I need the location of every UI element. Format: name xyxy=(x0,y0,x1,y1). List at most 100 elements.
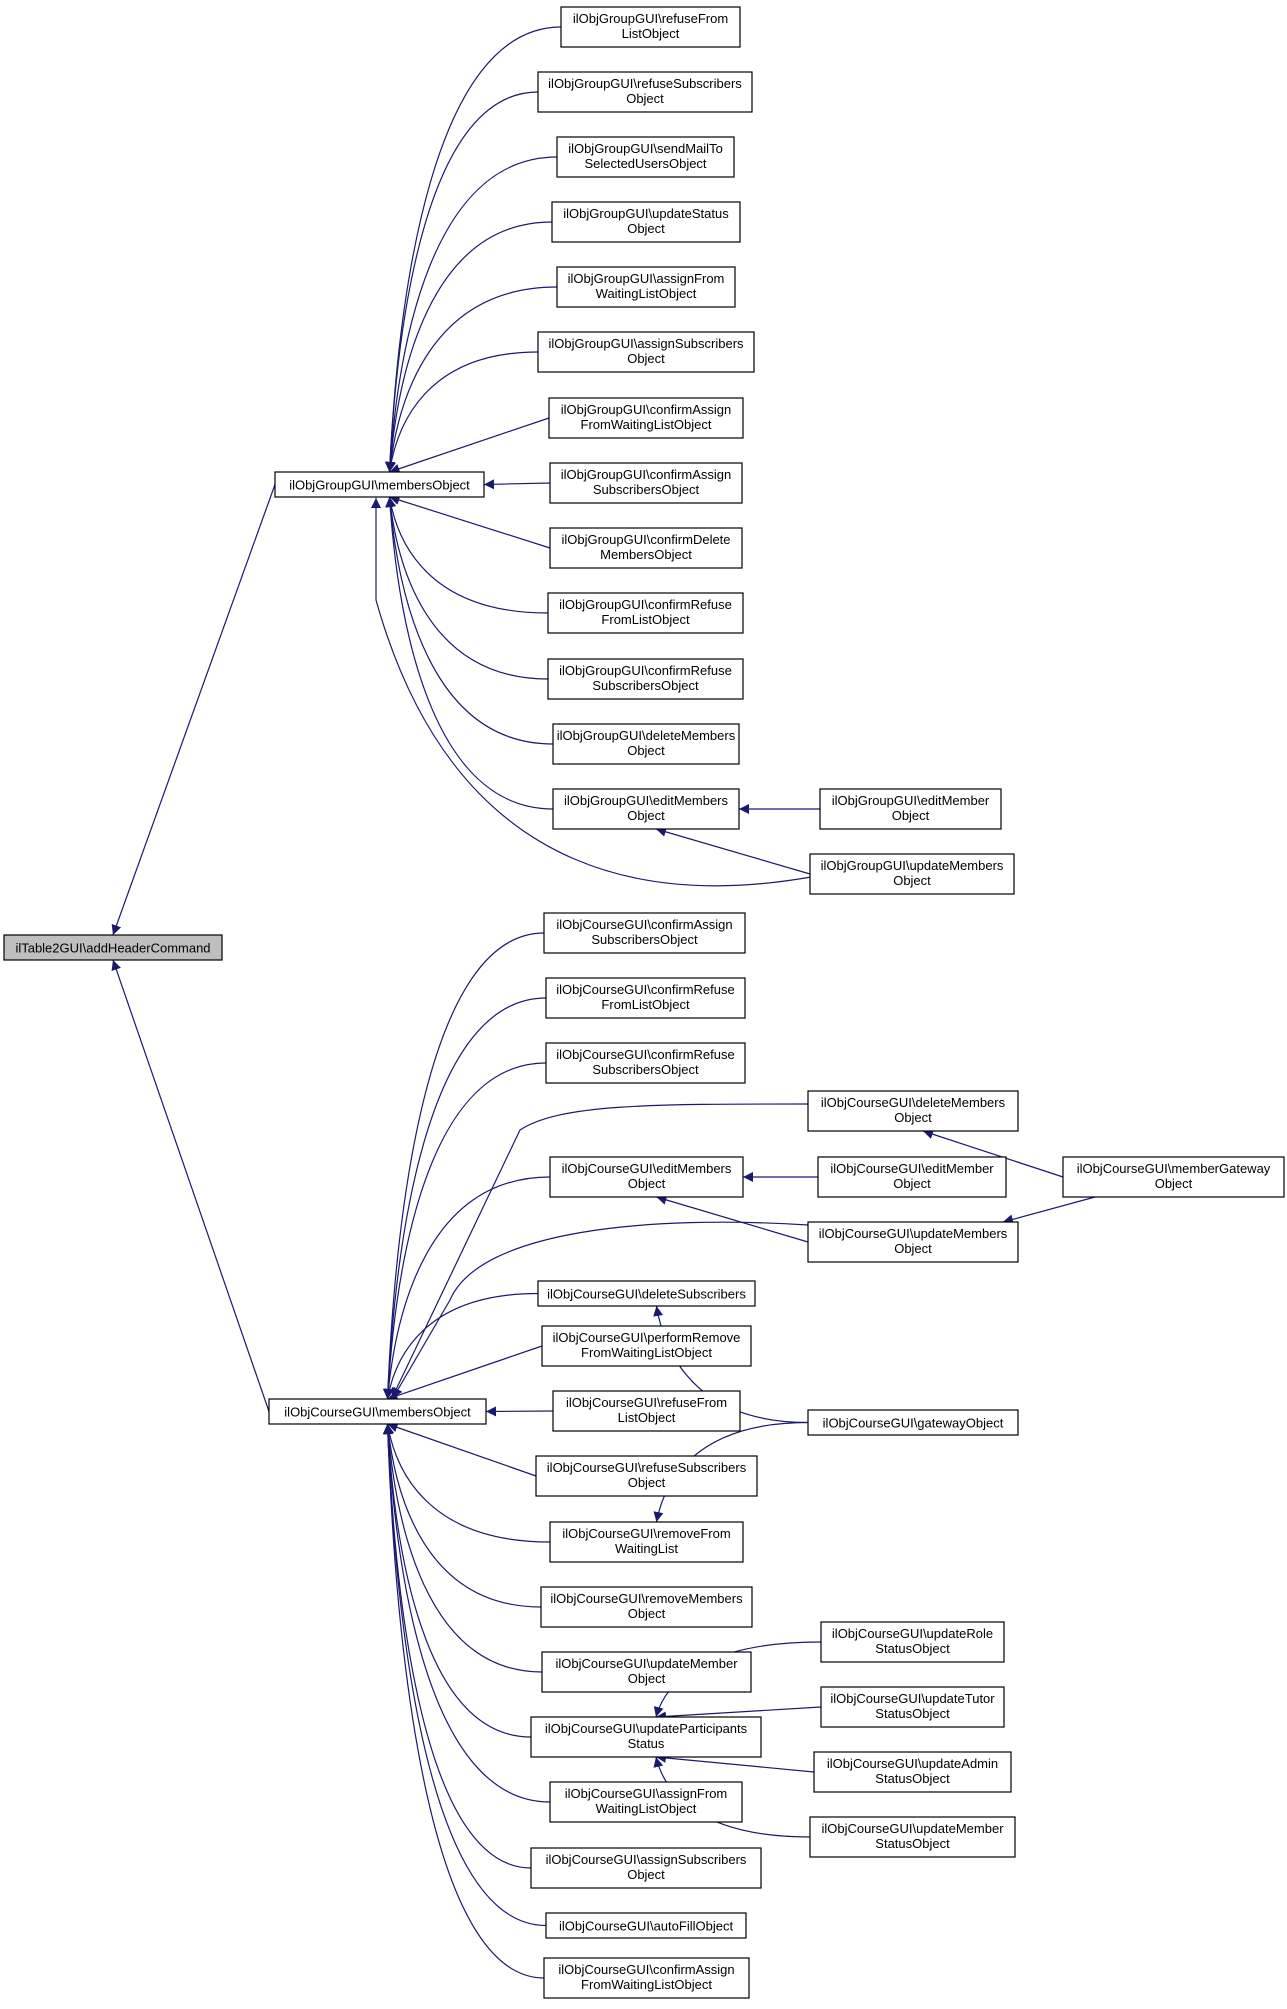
node-label: ilObjCourseGUI\confirmRefuse xyxy=(556,982,734,997)
node-label: ilObjCourseGUI\assignSubscribers xyxy=(546,1852,747,1867)
node-g7[interactable]: ilObjGroupGUI\confirmAssignFromWaitingLi… xyxy=(548,397,744,439)
edge-c16-to-c_members xyxy=(383,1423,543,1673)
node-box xyxy=(268,1398,487,1425)
node-label: ilObjGroupGUI\refuseFrom xyxy=(573,11,728,26)
node-label: ilObjGroupGUI\editMembers xyxy=(564,793,728,808)
node-c25[interactable]: ilObjCourseGUI\confirmAssignFromWaitingL… xyxy=(543,1957,750,1999)
node-label: WaitingList xyxy=(615,1541,678,1556)
node-label: FromWaitingListObject xyxy=(581,1345,712,1360)
node-label: Object xyxy=(628,1671,666,1686)
node-label: MembersObject xyxy=(600,547,692,562)
node-c_members[interactable]: ilObjCourseGUI\membersObject xyxy=(268,1398,487,1425)
node-label: ilObjCourseGUI\autoFillObject xyxy=(559,1919,734,1934)
edge-c14-to-c_members xyxy=(384,1423,551,1543)
node-label: Object xyxy=(627,743,665,758)
edge-g4-to-g_members xyxy=(385,221,553,473)
edge-c15-to-c_members xyxy=(383,1423,542,1608)
node-box xyxy=(274,471,485,498)
node-box xyxy=(537,71,753,113)
node-box xyxy=(545,977,746,1019)
edge-c8-to-c_members xyxy=(392,1221,809,1399)
node-box xyxy=(819,788,1002,830)
node-c24[interactable]: ilObjCourseGUI\autoFillObject xyxy=(545,1912,747,1939)
node-c22[interactable]: ilObjCourseGUI\assignFromWaitingListObje… xyxy=(549,1781,743,1823)
node-box xyxy=(552,1390,741,1432)
node-label: ilObjCourseGUI\confirmAssign xyxy=(558,1962,734,1977)
edge-c4-to-c_members xyxy=(391,1103,809,1399)
node-g11[interactable]: ilObjGroupGUI\confirmRefuseSubscribersOb… xyxy=(547,658,744,700)
edge-layer xyxy=(111,26,1096,1979)
node-label: ilObjCourseGUI\updateMembers xyxy=(819,1226,1008,1241)
node-box xyxy=(820,1621,1005,1663)
node-c9[interactable]: ilObjCourseGUI\deleteSubscribers xyxy=(537,1280,756,1307)
node-c12[interactable]: ilObjCourseGUI\gatewayObject xyxy=(807,1409,1019,1436)
node-box xyxy=(807,1090,1019,1132)
node-box xyxy=(560,6,741,48)
node-box xyxy=(551,201,741,243)
node-c3[interactable]: ilObjCourseGUI\confirmRefuseSubscribersO… xyxy=(545,1042,746,1084)
node-g10[interactable]: ilObjGroupGUI\confirmRefuseFromListObjec… xyxy=(547,592,744,634)
edge-c5-to-c_members xyxy=(383,1176,551,1400)
node-label: Object xyxy=(894,1110,932,1125)
edge-g8-to-g_members xyxy=(483,479,551,490)
node-g_members[interactable]: ilObjGroupGUI\membersObject xyxy=(274,471,485,498)
edge-c2-to-c_members xyxy=(383,997,547,1400)
node-label: ilObjCourseGUI\deleteSubscribers xyxy=(547,1287,746,1302)
node-box xyxy=(530,1716,762,1758)
node-label: ilObjCourseGUI\updateTutor xyxy=(830,1691,995,1706)
node-g5[interactable]: ilObjGroupGUI\assignFromWaitingListObjec… xyxy=(556,266,736,308)
node-label: WaitingListObject xyxy=(596,286,697,301)
node-g8[interactable]: ilObjGroupGUI\confirmAssignSubscribersOb… xyxy=(549,462,743,504)
node-label: ilObjGroupGUI\updateStatus xyxy=(563,206,729,221)
node-box xyxy=(547,592,744,634)
node-box xyxy=(1062,1156,1285,1198)
edge-c11-to-c_members xyxy=(485,1406,554,1417)
node-label: Object xyxy=(893,873,931,888)
node-root[interactable]: ilTable2GUI\addHeaderCommand xyxy=(3,934,223,961)
node-label: ilObjGroupGUI\confirmRefuse xyxy=(559,597,732,612)
node-label: ilObjGroupGUI\assignFrom xyxy=(568,271,725,286)
node-label: ilObjCourseGUI\memberGateway xyxy=(1077,1161,1271,1176)
node-c2[interactable]: ilObjCourseGUI\confirmRefuseFromListObje… xyxy=(545,977,746,1019)
edge-c24-to-c_members xyxy=(382,1423,547,1927)
node-c10[interactable]: ilObjCourseGUI\performRemoveFromWaitingL… xyxy=(541,1325,752,1367)
node-label: WaitingListObject xyxy=(596,1801,697,1816)
node-box xyxy=(813,1751,1012,1793)
node-label: ilObjCourseGUI\membersObject xyxy=(284,1405,471,1420)
node-label: SubscribersObject xyxy=(592,678,699,693)
node-box xyxy=(809,853,1015,895)
node-box xyxy=(549,1521,744,1563)
node-label: ilObjCourseGUI\confirmRefuse xyxy=(556,1047,734,1062)
node-c1[interactable]: ilObjCourseGUI\confirmAssignSubscribersO… xyxy=(543,912,746,954)
node-box xyxy=(549,462,743,504)
node-box xyxy=(545,1042,746,1084)
node-g3[interactable]: ilObjGroupGUI\sendMailToSelectedUsersObj… xyxy=(556,136,735,178)
node-label: StatusObject xyxy=(875,1836,950,1851)
